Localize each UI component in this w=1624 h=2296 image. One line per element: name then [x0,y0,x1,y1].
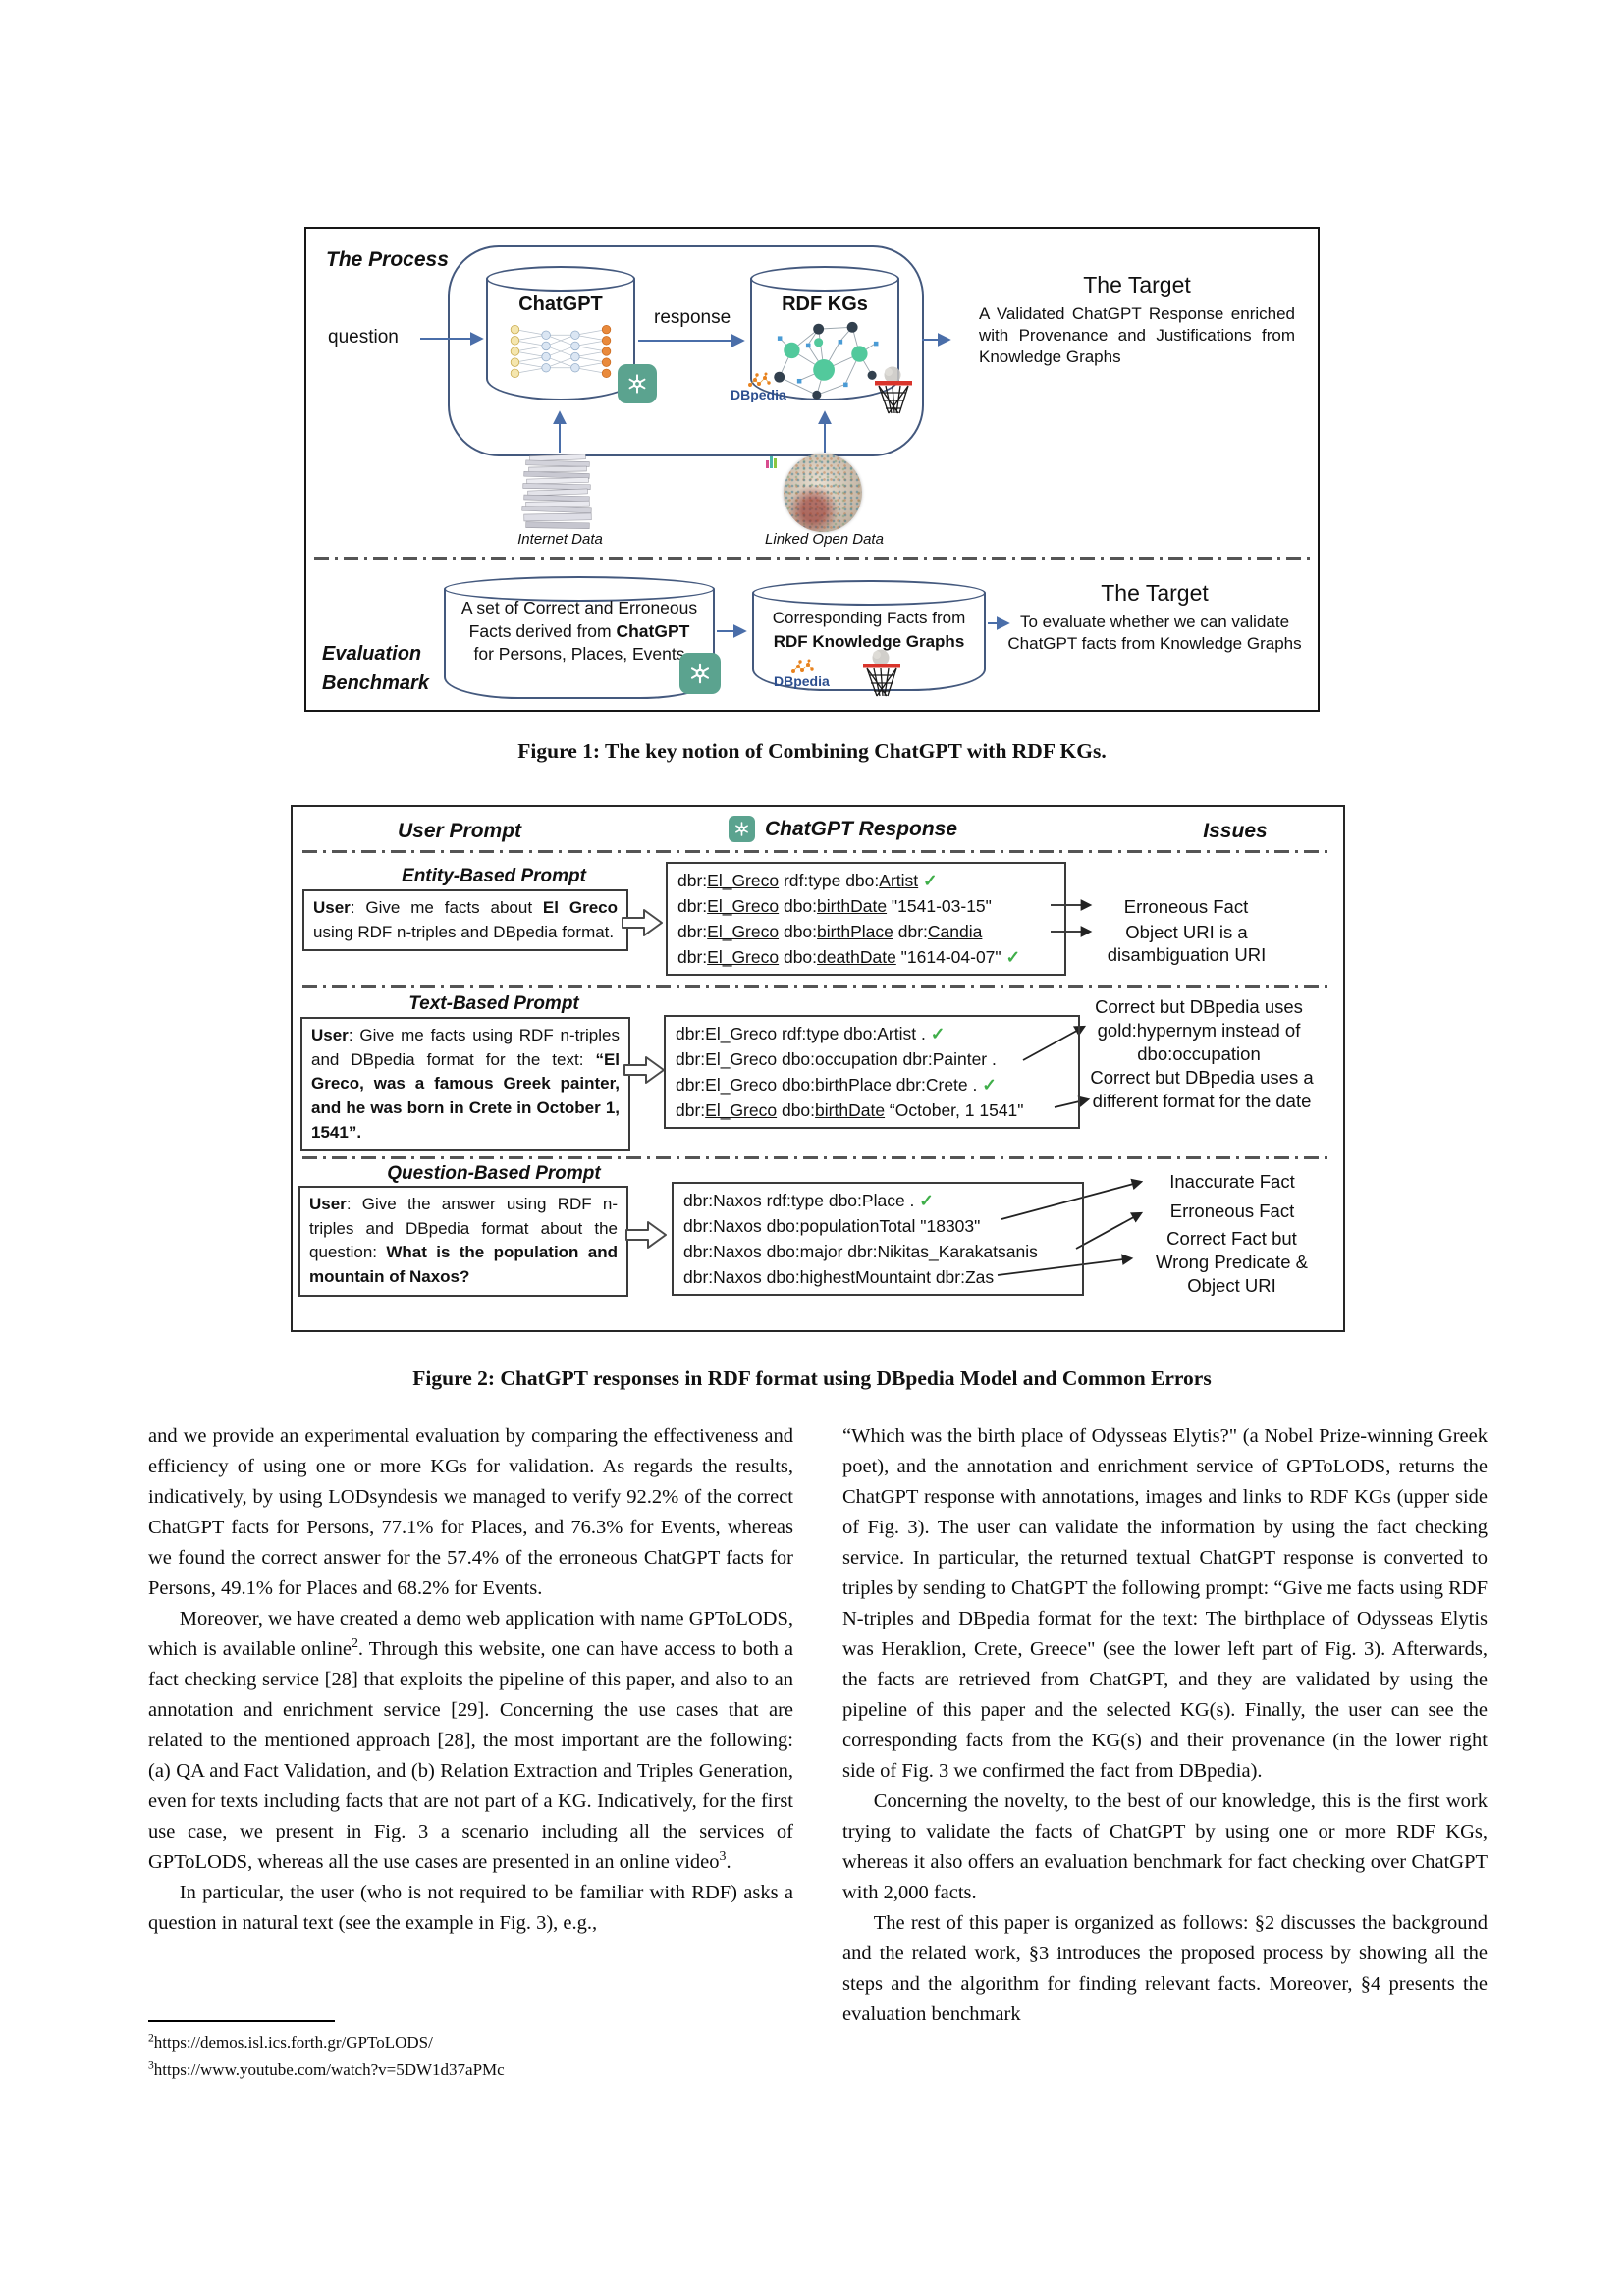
neural-network-icon [510,325,612,379]
process-pipeline-container [448,245,924,456]
body-column-right: “Which was the birth place of Odysseas E… [842,1421,1488,2030]
figure1: The Process question response ChatGPT [304,227,1320,712]
openai-knot-glyph [628,374,646,394]
rdf-kgs-cylinder: RDF KGs [750,266,899,400]
issue-wrong-predicate: Correct Fact but Wrong Predicate & Objec… [1156,1228,1308,1297]
target-bottom-block: The Target To evaluate whether we can va… [997,580,1313,655]
chatgpt-cylinder: ChatGPT [486,266,635,400]
block-arrow-icon [623,1056,665,1084]
benchmark-facts-cylinder: A set of Correct and Erroneous Facts der… [444,576,715,699]
process-label: The Process [326,248,449,271]
footnote: 3https://www.youtube.com/watch?v=5DW1d37… [148,2056,505,2084]
footnote-marker: 3 [148,2058,154,2072]
entity-response-box: dbr:El_Greco rdf:type dbo:Artist ✓ dbr:E… [666,862,1066,976]
chatgpt-response-header-label: ChatGPT Response [765,817,958,840]
dbpedia-tree-glyph [748,372,772,387]
footnotes: 2https://demos.isl.ics.forth.gr/GPToLODS… [148,2020,505,2084]
openai-knot-glyph [690,663,710,684]
target-bottom-title: The Target [1101,580,1209,606]
figure2: User Prompt ChatGPT Response Issues Enti… [291,805,1345,1332]
rdf-triple: dbr:El_Greco dbo:occupation dbr:Painter … [676,1049,997,1069]
rdf-triple: dbr:Naxos dbo:major dbr:Nikitas_Karakats… [683,1242,1038,1261]
rdf-triple: dbr:El_Greco dbo:deathDate "1614-04-07" … [677,947,1021,967]
figure1-separator [314,557,1310,560]
figure2-separator [302,985,1333,988]
text-user-prompt-box: User: Give me facts using RDF n-triples … [300,1017,630,1152]
question-user-prompt-box: User: Give the answer using RDF n-triple… [298,1186,628,1297]
entity-prompt-label: Entity-Based Prompt [402,866,586,886]
dbpedia-logo: DBpedia [731,372,786,401]
figure2-caption: Figure 2: ChatGPT responses in RDF forma… [412,1366,1212,1390]
rdf-triple: dbr:El_Greco dbo:birthPlace dbr:Candia [677,922,983,941]
chatgpt-label: ChatGPT [518,294,603,315]
kg-facts-text: Corresponding Facts from RDF Knowledge G… [772,609,966,651]
linked-open-data-label: Linked Open Data [765,531,884,548]
openai-knot-glyph [735,822,748,836]
rdf-triple: dbr:El_Greco dbo:birthDate "1541-03-15" [677,896,992,916]
rdf-triple: dbr:El_Greco dbo:birthDate “October, 1 1… [676,1100,1024,1120]
target-bottom-body: To evaluate whether we can validate Chat… [1007,613,1302,654]
issue-date-format: Correct but DBpedia uses a different for… [1090,1067,1314,1112]
rdf-triple: dbr:El_Greco dbo:birthPlace dbr:Crete . … [676,1075,997,1095]
issue-inaccurate-fact: Inaccurate Fact [1169,1171,1295,1192]
question-label: question [328,327,399,347]
column-header-user-prompt: User Prompt [397,820,522,842]
internet-data-label: Internet Data [517,531,603,548]
evaluation-benchmark-label: Evaluation Benchmark [322,643,429,694]
issue-erroneous-fact: Erroneous Fact [1123,896,1249,917]
rdf-triple: dbr:El_Greco rdf:type dbo:Artist ✓ [677,871,938,890]
figure2-separator [302,1156,1333,1159]
footnote-rule [148,2020,335,2022]
footnote-marker: 2 [148,2031,154,2045]
footnote: 2https://demos.isl.ics.forth.gr/GPToLODS… [148,2029,505,2056]
issue-erroneous-fact: Erroneous Fact [1169,1201,1295,1221]
paragraph: Moreover, we have created a demo web app… [148,1608,793,1873]
target-top-block: The Target A Validated ChatGPT Response … [979,272,1295,368]
paragraph: In particular, the user (who is not requ… [148,1882,793,1934]
knowledge-graph-icon [774,321,879,400]
block-arrow-icon [625,1221,667,1249]
dbpedia-wordmark: DBpedia [731,387,786,402]
openai-logo-icon [729,816,755,842]
question-prompt-label: Question-Based Prompt [387,1163,601,1184]
openai-logo-icon [618,364,657,403]
issue-disambiguation-uri: Object URI is a disambiguation URI [1107,922,1267,966]
entity-user-prompt-box: User: Give me facts about El Greco using… [302,889,628,952]
paragraph: “Which was the birth place of Odysseas E… [842,1425,1488,1782]
target-top-body: A Validated ChatGPT Response enriched wi… [979,304,1295,367]
text-prompt-label: Text-Based Prompt [408,993,579,1014]
paragraph: The rest of this paper is organized as f… [842,1912,1488,2025]
rdf-triple: dbr:Naxos dbo:highestMountaint dbr:Zas [683,1267,995,1287]
column-header-issues: Issues [1203,820,1268,842]
issue-hypernym: Correct but DBpedia uses gold:hypernym i… [1095,996,1303,1065]
paragraph: Concerning the novelty, to the best of o… [842,1790,1488,1903]
linked-open-data-sphere [784,454,862,532]
basketball-hoop-icon [875,366,912,414]
paragraph: and we provide an experimental evaluatio… [148,1425,793,1599]
response-label: response [654,307,731,328]
figure1-caption: Figure 1: The key notion of Combining Ch… [517,739,1107,763]
footnote-link[interactable]: https://www.youtube.com/watch?v=5DW1d37a… [153,2060,505,2080]
block-arrow-icon [622,909,663,936]
rdf-kgs-label: RDF KGs [782,294,868,315]
rdf-triple: dbr:Naxos rdf:type dbo:Place . ✓ [683,1191,934,1210]
rdf-triple: dbr:El_Greco rdf:type dbo:Artist . ✓ [676,1024,946,1043]
figure2-separator [302,850,1333,853]
column-header-chatgpt-response: ChatGPT Response [729,816,957,842]
basketball-hoop-icon [863,649,900,697]
body-column-left: and we provide an experimental evaluatio… [148,1421,793,1939]
dbpedia-tree-glyph [791,659,815,673]
openai-logo-icon [679,653,721,694]
rdf-triple: dbr:Naxos dbo:populationTotal "18303" [683,1216,981,1236]
text-response-box: dbr:El_Greco rdf:type dbo:Artist . ✓ dbr… [664,1015,1080,1129]
dbpedia-logo: DBpedia [774,659,830,688]
footnote-link[interactable]: https://demos.isl.ics.forth.gr/GPToLODS/ [153,2033,433,2052]
internet-data-stack [521,454,592,530]
benchmark-facts-text: A set of Correct and Erroneous Facts der… [460,598,698,665]
target-top-title: The Target [1083,272,1191,297]
dbpedia-wordmark: DBpedia [774,673,830,689]
question-response-box: dbr:Naxos rdf:type dbo:Place . ✓ dbr:Nax… [672,1182,1084,1296]
lod-mini-chart [766,456,777,468]
